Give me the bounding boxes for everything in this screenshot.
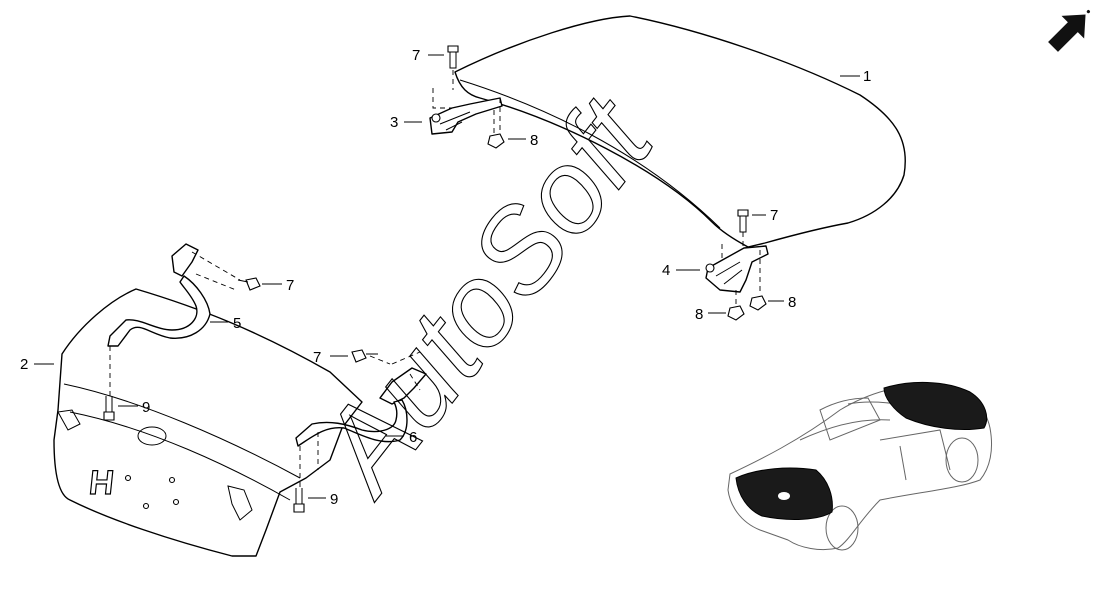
bolt-7-hinge-right[interactable]	[351, 349, 378, 363]
callout-7-hinge-left: 7	[286, 277, 294, 294]
callout-9-left: 9	[142, 399, 150, 416]
locator-hood-highlight	[883, 381, 988, 431]
bolt-9-left[interactable]	[103, 396, 115, 421]
bolt-7-top[interactable]	[447, 45, 459, 69]
part-1-trunk-lid-panel[interactable]	[454, 15, 906, 248]
assembly-guide-lines	[109, 70, 761, 488]
part-3-hinge-bracket-left[interactable]	[429, 97, 503, 135]
callout-7-right: 7	[770, 207, 778, 224]
callout-8-right: 8	[788, 294, 796, 311]
part-2-trunk-lid[interactable]: H	[53, 288, 363, 557]
nut-8-right-lower[interactable]	[727, 305, 745, 321]
callout-6: 6	[409, 429, 417, 446]
part-4-hinge-bracket-right[interactable]	[705, 245, 769, 293]
callout-leaders	[34, 54, 860, 499]
callout-2: 2	[20, 356, 28, 373]
callout-labels: 1 2 3 4 5 6 7 7 7 7 8 8 8 9 9	[20, 47, 871, 508]
callout-5: 5	[233, 315, 241, 332]
nut-8-right-upper[interactable]	[749, 295, 767, 311]
callout-3: 3	[390, 114, 398, 131]
bolt-9-right[interactable]	[293, 488, 305, 513]
callout-8-top: 8	[530, 132, 538, 149]
callout-7-top: 7	[412, 47, 420, 64]
watermark-text: AutoSoft	[291, 73, 680, 519]
callout-8-lower: 8	[695, 306, 703, 323]
callout-9-right: 9	[330, 491, 338, 508]
nut-8-top[interactable]	[487, 133, 505, 149]
front-direction-arrow-icon	[1048, 10, 1090, 52]
callout-7-hinge-right: 7	[313, 349, 321, 366]
part-6-hinge-arm-right[interactable]	[295, 367, 427, 447]
trunk-emblem-letter: H	[87, 464, 116, 502]
locator-car-illustration	[727, 381, 993, 551]
callout-4: 4	[662, 262, 670, 279]
bolt-7-hinge-left[interactable]	[237, 277, 261, 291]
callout-1: 1	[863, 68, 871, 85]
part-5-hinge-arm-left[interactable]	[107, 243, 211, 347]
